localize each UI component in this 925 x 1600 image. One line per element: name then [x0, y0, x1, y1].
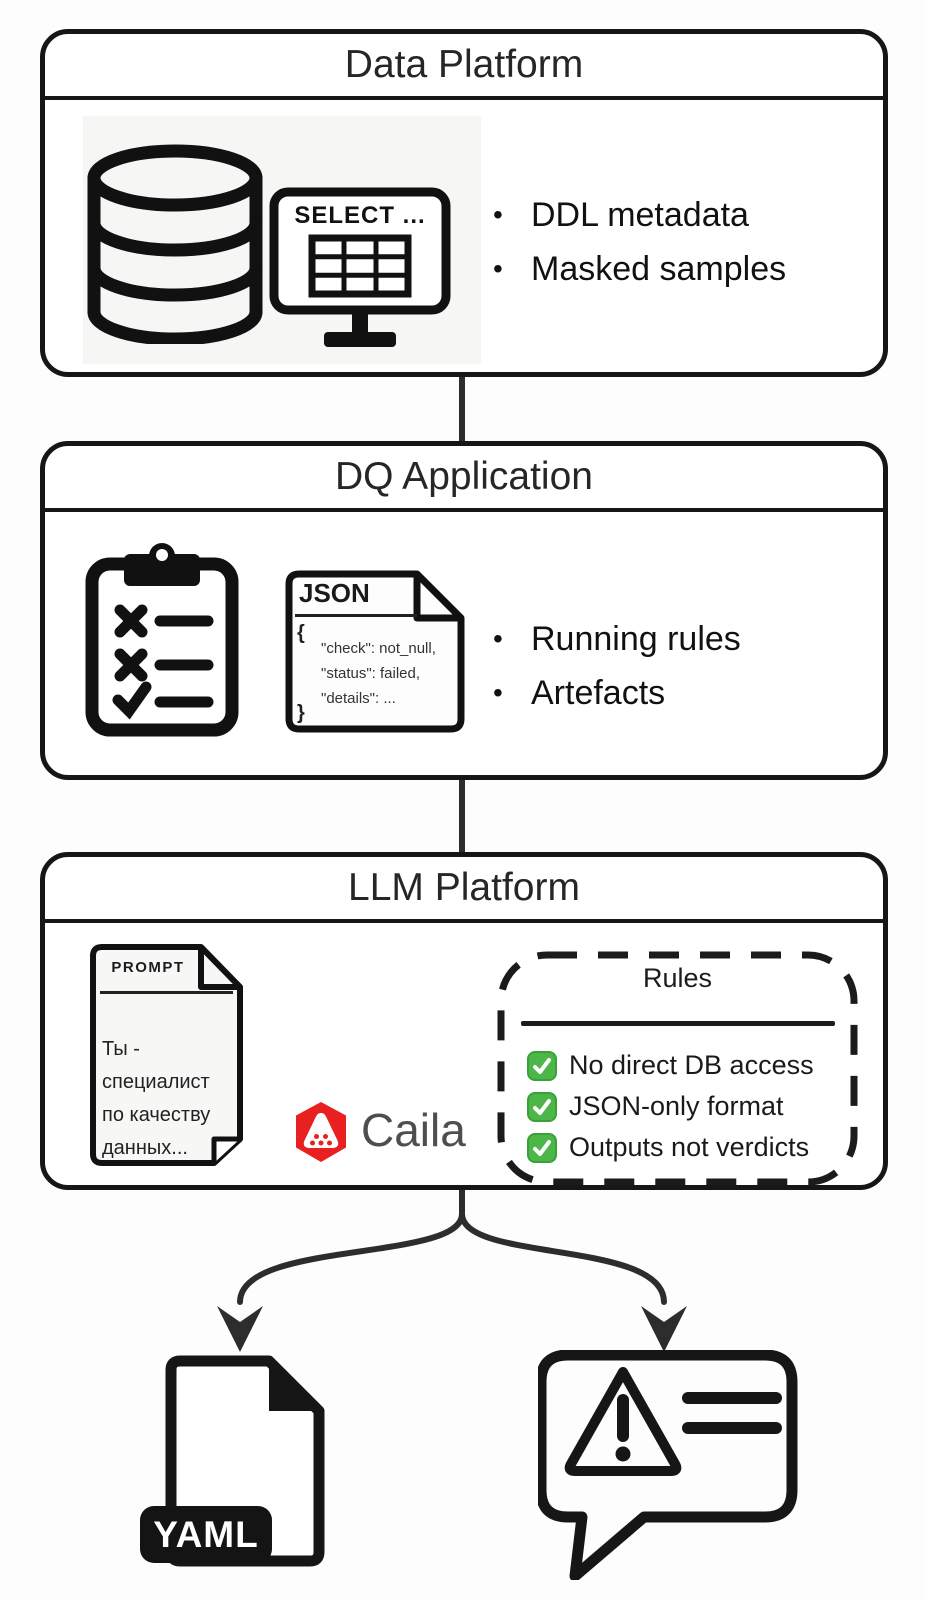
rule-item: JSON-only format: [527, 1086, 814, 1127]
branch-curve-right: [459, 1211, 667, 1305]
database-icon: [87, 144, 263, 344]
bullet-item: • Artefacts: [493, 666, 741, 720]
branch-curve-left: [237, 1181, 465, 1305]
bullet-label: Running rules: [531, 619, 741, 658]
json-code-line: "details": ...: [321, 690, 396, 707]
green-check-icon: [527, 1091, 557, 1122]
rule-label: JSON-only format: [569, 1091, 784, 1121]
caila-wordmark: Caila: [361, 1104, 466, 1156]
monitor-icon: SELECT ...: [268, 186, 452, 352]
bullet-item: • Masked samples: [493, 242, 786, 296]
bullet-dot: •: [493, 253, 503, 284]
rules-divider: [521, 1021, 835, 1026]
bullet-label: DDL metadata: [531, 195, 749, 234]
bullet-dot: •: [493, 677, 503, 708]
rule-label: No direct DB access: [569, 1050, 814, 1080]
dq-application-bullets: • Running rules • Artefacts: [493, 612, 741, 720]
prompt-card-divider: [100, 991, 233, 994]
rules-title: Rules: [642, 963, 713, 993]
prompt-document-card: PROMPT Ты - специалист по качеству данны…: [88, 943, 245, 1167]
yaml-badge: YAML: [140, 1506, 272, 1563]
dq-application-title: DQ Application: [45, 446, 883, 512]
json-open-brace: {: [297, 622, 305, 644]
bullet-label: Masked samples: [531, 249, 787, 288]
rules-dashed-border: [497, 951, 858, 1186]
rules-box: Rules No direct DB access: [497, 951, 858, 1186]
bullet-dot: •: [493, 199, 503, 230]
json-card-title: JSON: [299, 578, 370, 608]
data-platform-bullets: • DDL metadata • Masked samples: [493, 188, 786, 296]
bullet-dot: •: [493, 623, 503, 654]
panel-llm-platform: LLM Platform PROMPT Ты - специалист по к…: [40, 852, 888, 1190]
clipboard-checklist-icon: [85, 543, 239, 737]
llm-platform-title: LLM Platform: [45, 857, 883, 923]
panel-data-platform: Data Platform: [40, 29, 888, 377]
rule-item: Outputs not verdicts: [527, 1127, 814, 1168]
rule-item: No direct DB access: [527, 1045, 814, 1086]
alert-message-icon: [538, 1350, 798, 1580]
arrowhead-left: [217, 1306, 263, 1352]
data-platform-title: Data Platform: [45, 34, 883, 100]
prompt-card-title: PROMPT: [111, 959, 185, 976]
monitor-select-text: SELECT ...: [294, 202, 426, 229]
green-check-icon: [527, 1132, 557, 1163]
panel-dq-application: DQ Application: [40, 441, 888, 780]
caila-logo-icon: [296, 1102, 346, 1162]
arrowhead-right: [641, 1306, 687, 1352]
bullet-item: • DDL metadata: [493, 188, 786, 242]
json-close-brace: }: [297, 702, 305, 724]
bullet-item: • Running rules: [493, 612, 741, 666]
prompt-card-body: Ты - специалист по качеству данных...: [102, 1038, 211, 1159]
json-code-line: "check": not_null,: [321, 640, 436, 657]
json-code-line: "status": failed,: [321, 665, 421, 682]
green-check-icon: [527, 1050, 557, 1081]
json-card-divider: [295, 614, 417, 617]
rule-label: Outputs not verdicts: [569, 1132, 810, 1162]
json-file-card: JSON { "check": not_null, "status": fail…: [283, 570, 467, 733]
bullet-label: Artefacts: [531, 673, 666, 712]
rules-items: No direct DB access JSON-only format: [527, 1045, 814, 1168]
